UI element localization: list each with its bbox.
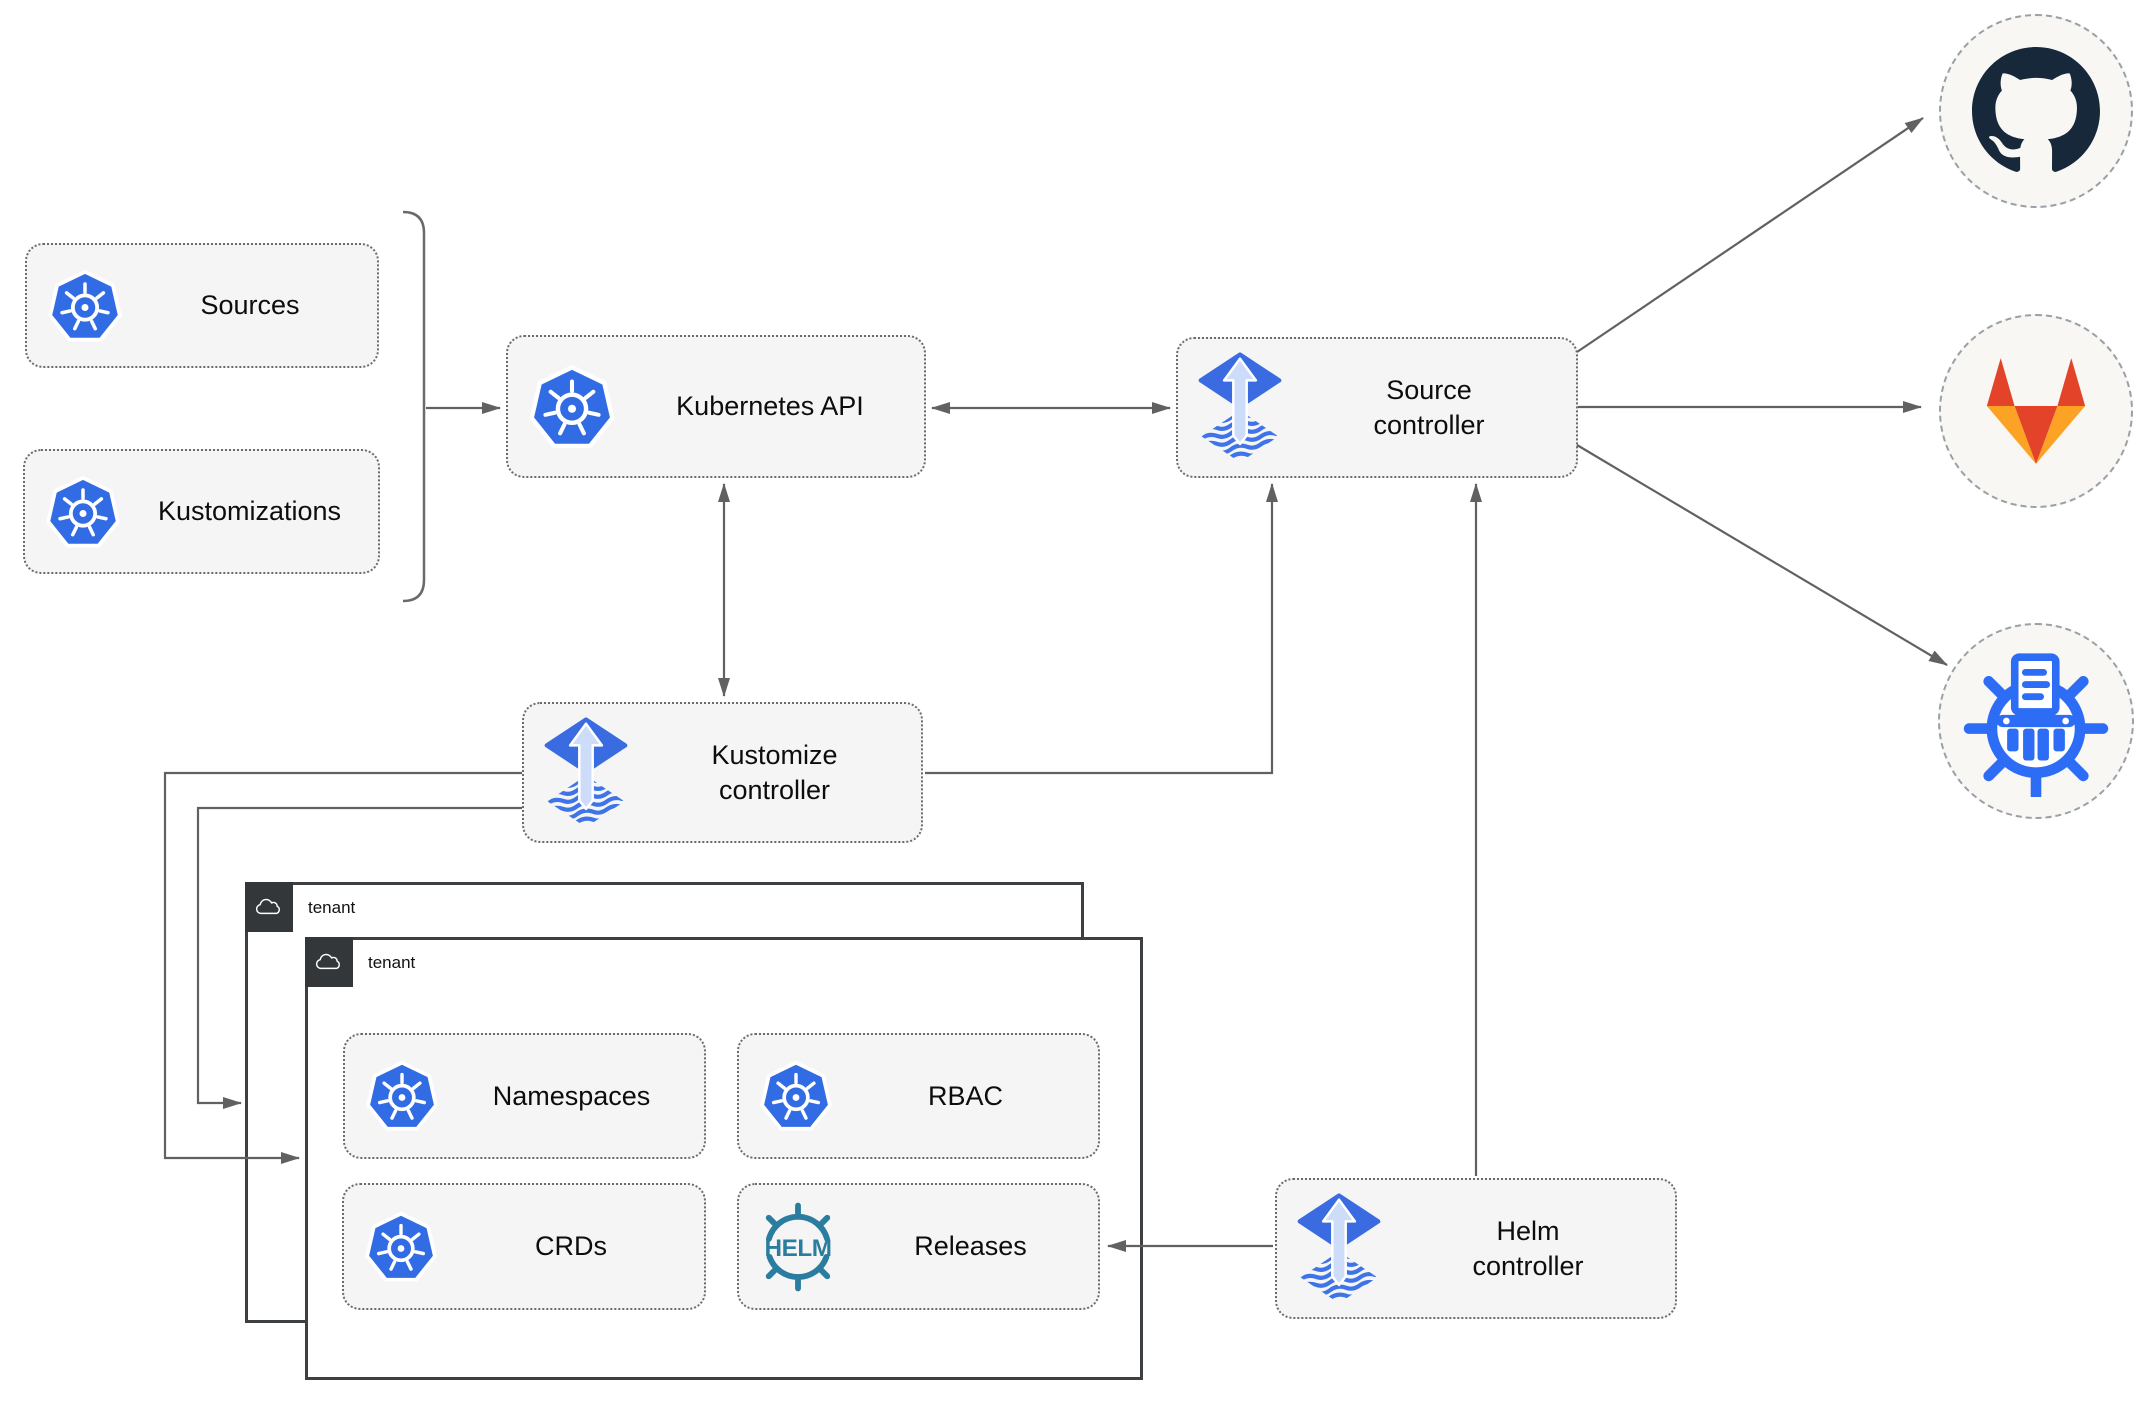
kubernetes-icon (364, 1210, 438, 1284)
kustomize-controller-label: Kustomize controller (628, 738, 921, 807)
arrow-source-to-chart-repository (1576, 444, 1948, 666)
sources-node: Sources (25, 243, 379, 368)
github-node (1939, 14, 2133, 208)
tenant-front-label: tenant (368, 953, 416, 972)
crds-label: CRDs (535, 1231, 607, 1262)
kustomize-controller-node: Kustomize controller (522, 702, 923, 843)
arrow-kustomize-to-source-controller (925, 483, 1278, 775)
kubernetes-icon (47, 268, 123, 344)
source-controller-node: Source controller (1176, 337, 1578, 478)
sources-label: Sources (200, 290, 300, 321)
chartmuseum-icon (1960, 645, 2112, 797)
source-controller-label: Source controller (1282, 373, 1576, 442)
namespaces-label: Namespaces (492, 1080, 651, 1111)
helm-controller-text: Helm controller (1472, 1215, 1584, 1281)
arrow-source-to-github (1576, 117, 1924, 353)
helm-icon: HELM (764, 1202, 832, 1291)
flux-icon (544, 717, 628, 829)
group-bracket (402, 210, 426, 603)
kubernetes-api-label: Kubernetes API (676, 391, 864, 422)
kubernetes-icon (45, 474, 121, 550)
tenant-tab (305, 937, 353, 987)
kubernetes-api-node: Kubernetes API (506, 335, 926, 478)
namespaces-node: Namespaces (343, 1033, 706, 1159)
cloud-icon (253, 895, 285, 919)
github-icon (1972, 47, 2100, 175)
kubernetes-icon (759, 1059, 833, 1133)
helm-controller-label: Helm controller (1381, 1214, 1675, 1283)
flux-icon (1198, 352, 1282, 464)
chart-repository-node (1938, 623, 2134, 819)
helm-controller-node: Helm controller (1275, 1178, 1677, 1319)
releases-label: Releases (914, 1231, 1027, 1262)
gitlab-icon (1973, 353, 2099, 469)
gitlab-node (1939, 314, 2133, 508)
kustomizations-node: Kustomizations (23, 449, 380, 574)
cloud-icon (313, 950, 345, 974)
tenant-back-label: tenant (308, 898, 356, 917)
flux-icon (1297, 1193, 1381, 1305)
tenant-tab (245, 882, 293, 932)
rbac-label: RBAC (927, 1080, 1003, 1111)
kubernetes-icon (365, 1059, 439, 1133)
kustomize-controller-text: Kustomize controller (711, 739, 838, 805)
helm-wordmark: HELM (764, 1235, 831, 1262)
kustomizations-label: Kustomizations (157, 496, 342, 527)
kubernetes-icon (528, 363, 616, 451)
rbac-node: RBAC (737, 1033, 1100, 1159)
releases-node: HELM Releases (737, 1183, 1100, 1310)
crds-node: CRDs (342, 1183, 706, 1310)
source-controller-text: Source controller (1373, 374, 1485, 440)
